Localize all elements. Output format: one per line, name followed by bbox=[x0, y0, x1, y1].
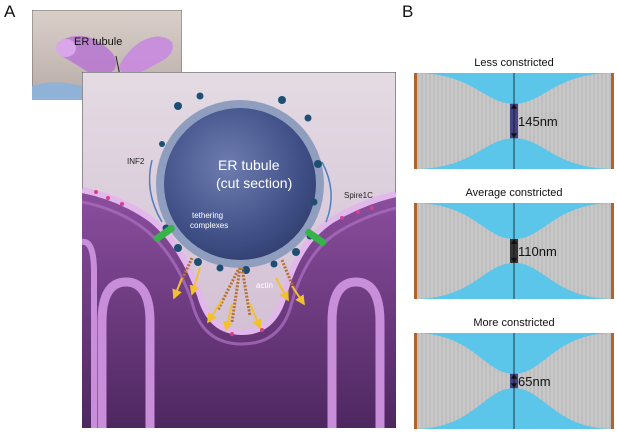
mesh-edge bbox=[611, 203, 614, 299]
width-label: 110nm bbox=[518, 244, 557, 259]
label-inf2: INF2 bbox=[127, 157, 145, 166]
measurement-arrowhead bbox=[511, 133, 517, 139]
sim-panel: 145nm bbox=[414, 73, 614, 169]
sim-title: Less constricted bbox=[474, 57, 554, 69]
measurement-arrowhead bbox=[511, 383, 517, 389]
label-tethering-1: tethering bbox=[192, 211, 224, 220]
mesh-edge bbox=[414, 73, 417, 169]
spire-arrow bbox=[321, 161, 332, 223]
label-actin: actin bbox=[256, 281, 273, 290]
tubule-title-1: ER tubule bbox=[218, 157, 280, 173]
mesh-edge bbox=[611, 73, 614, 169]
sim-panel: 110nm bbox=[414, 203, 614, 299]
measurement-arrowhead bbox=[511, 373, 517, 379]
label-spire1c: Spire1C bbox=[344, 191, 373, 200]
crista-right bbox=[327, 277, 385, 428]
label-tethering-2: complexes bbox=[190, 221, 229, 230]
sim-title: More constricted bbox=[473, 317, 555, 329]
width-label: 145nm bbox=[518, 114, 558, 129]
sim-panel: 65nm bbox=[414, 333, 614, 429]
inset-label: ER tubule bbox=[74, 36, 123, 48]
outer-membrane bbox=[82, 187, 396, 336]
er-mitochondria-illustration bbox=[82, 72, 396, 428]
panel-b-letter: B bbox=[402, 2, 414, 21]
actin-force-arrows bbox=[172, 267, 305, 332]
mesh-edge bbox=[414, 333, 417, 429]
measurement-arrowhead bbox=[511, 258, 517, 263]
tether-left bbox=[153, 224, 175, 242]
spire-dots bbox=[94, 190, 374, 336]
tether-right bbox=[305, 228, 327, 246]
width-label: 65nm bbox=[518, 374, 551, 389]
inset-tubule-right bbox=[118, 36, 173, 78]
panel-a-letter: A bbox=[4, 2, 16, 21]
er-tubule-lumen bbox=[164, 108, 316, 260]
inf2-arrow bbox=[148, 159, 163, 223]
inset-tubule-end bbox=[56, 39, 76, 57]
measurement-arrowhead bbox=[511, 239, 517, 244]
mesh-edge bbox=[414, 203, 417, 299]
actin-filaments bbox=[178, 257, 298, 323]
tubule-title-2: (cut section) bbox=[216, 175, 293, 191]
crista-left-inner bbox=[82, 238, 97, 428]
sim-title: Average constricted bbox=[465, 187, 563, 199]
crista-left bbox=[97, 277, 155, 428]
mesh-edge bbox=[611, 333, 614, 429]
measurement-arrowhead bbox=[511, 103, 517, 109]
